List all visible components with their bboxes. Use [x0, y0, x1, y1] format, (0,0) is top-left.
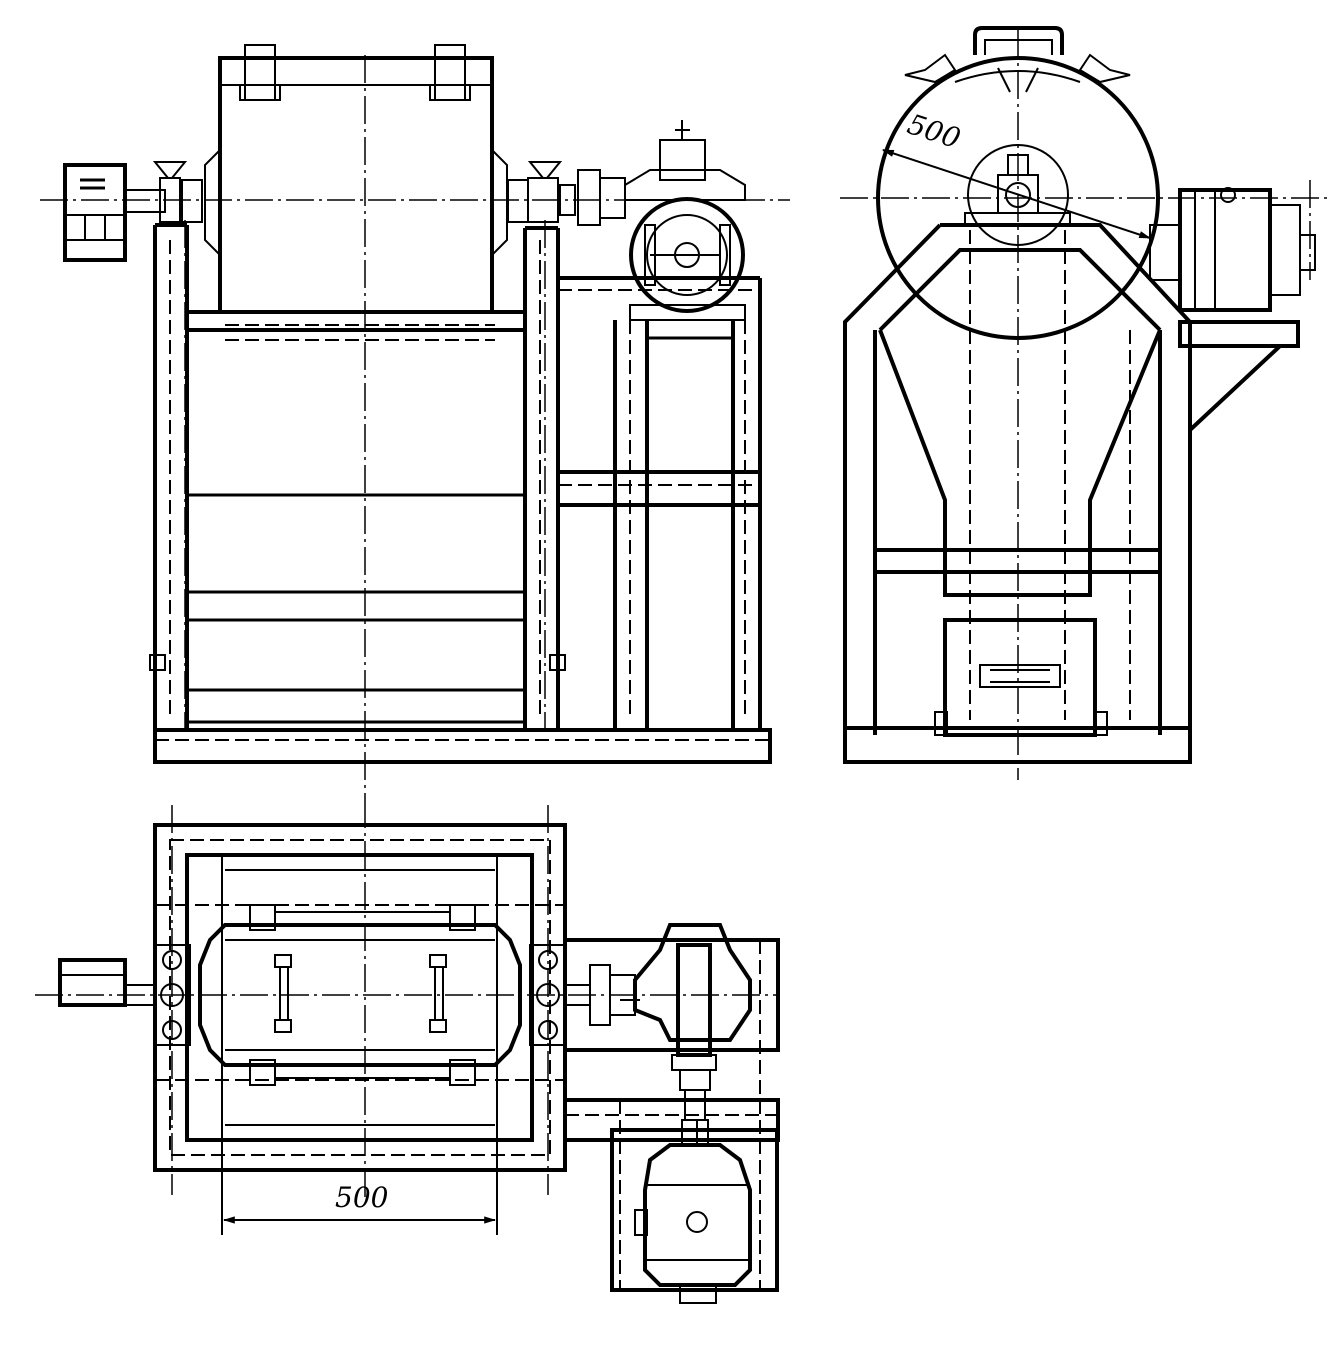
- frame-front: [149, 223, 772, 764]
- base-side: [843, 726, 1192, 764]
- drum-front: [204, 44, 508, 341]
- drum-side: [876, 56, 1160, 340]
- hopper-side: [843, 223, 1192, 760]
- diameter-label: 500: [903, 107, 964, 155]
- front-view: [40, 44, 790, 800]
- frame-top: [153, 823, 567, 1172]
- left-bearings-top: [58, 944, 191, 1046]
- extension-frame-top: [563, 938, 780, 1292]
- outlet-side: [934, 230, 1131, 737]
- drum-top: [198, 904, 522, 1086]
- right-bearing-front: [507, 161, 626, 226]
- vertical-shaft-top: [679, 1069, 711, 1146]
- motor-bracket: [1178, 320, 1300, 435]
- left-bearing-front: [152, 161, 203, 223]
- gearbox-top: [564, 923, 752, 1071]
- length-dimension: 500: [221, 1140, 498, 1235]
- left-motor-front: [63, 163, 166, 262]
- top-view: 500: [35, 800, 780, 1304]
- side-view: 500: [840, 26, 1330, 780]
- side-motor: [1149, 187, 1316, 312]
- diameter-dimension: 500: [881, 107, 1152, 239]
- motor-top: [634, 1120, 752, 1304]
- length-label: 500: [335, 1181, 388, 1214]
- lid-handle: [904, 26, 1131, 93]
